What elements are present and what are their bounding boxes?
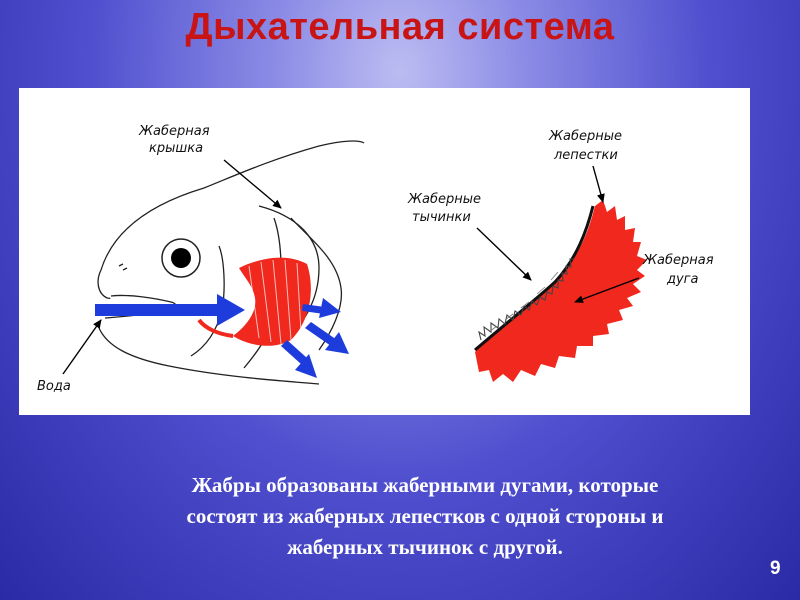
svg-text:Жаберная: Жаберная: [642, 253, 714, 268]
label-operculum: Жаберная крышка: [138, 124, 210, 156]
slide-title: Дыхательная система: [0, 6, 800, 49]
gill-arch-illustration: [475, 200, 647, 382]
fish-gills: [199, 258, 311, 346]
caption: Жабры образованы жаберными дугами, котор…: [110, 470, 740, 563]
water-flow-arrows: [95, 294, 349, 378]
svg-text:Жаберная: Жаберная: [138, 124, 210, 139]
fish-snout-line: [98, 270, 107, 298]
water-outflow-arrow-2: [305, 322, 349, 354]
pointer-operculum: [224, 160, 281, 208]
pointer-gill-rakers: [477, 228, 531, 280]
pointer-water: [63, 320, 101, 374]
page-number: 9: [770, 558, 781, 580]
pointer-gill-filaments: [593, 166, 603, 202]
caption-line-1: Жабры образованы жаберными дугами, котор…: [110, 470, 740, 501]
label-gill-filaments: Жаберные лепестки: [548, 129, 622, 163]
gill-diagram-svg: Жаберная крышка Жаберные лепестки Жаберн…: [19, 88, 750, 415]
gill-filaments: [475, 200, 647, 382]
nostril-mark: [119, 264, 127, 270]
fish-eye: [162, 239, 200, 277]
water-outflow-arrow-3: [281, 340, 317, 378]
svg-text:Жаберные: Жаберные: [548, 129, 622, 144]
svg-text:Вода: Вода: [37, 379, 71, 394]
caption-line-2: состоят из жаберных лепестков с одной ст…: [110, 501, 740, 532]
svg-text:лепестки: лепестки: [553, 148, 618, 163]
svg-text:Жаберные: Жаберные: [407, 192, 481, 207]
label-gill-rakers: Жаберные тычинки: [407, 192, 481, 225]
caption-line-3: жаберных тычинок с другой.: [110, 532, 740, 563]
label-gill-arch: Жаберная дуга: [642, 253, 714, 287]
svg-text:крышка: крышка: [149, 141, 203, 156]
gill-diagram: Жаберная крышка Жаберные лепестки Жаберн…: [19, 88, 750, 415]
svg-text:дуга: дуга: [666, 272, 699, 287]
label-water: Вода: [37, 379, 71, 394]
fish-back-line: [101, 141, 364, 270]
svg-text:тычинки: тычинки: [412, 210, 471, 225]
fish-head: [98, 141, 364, 384]
